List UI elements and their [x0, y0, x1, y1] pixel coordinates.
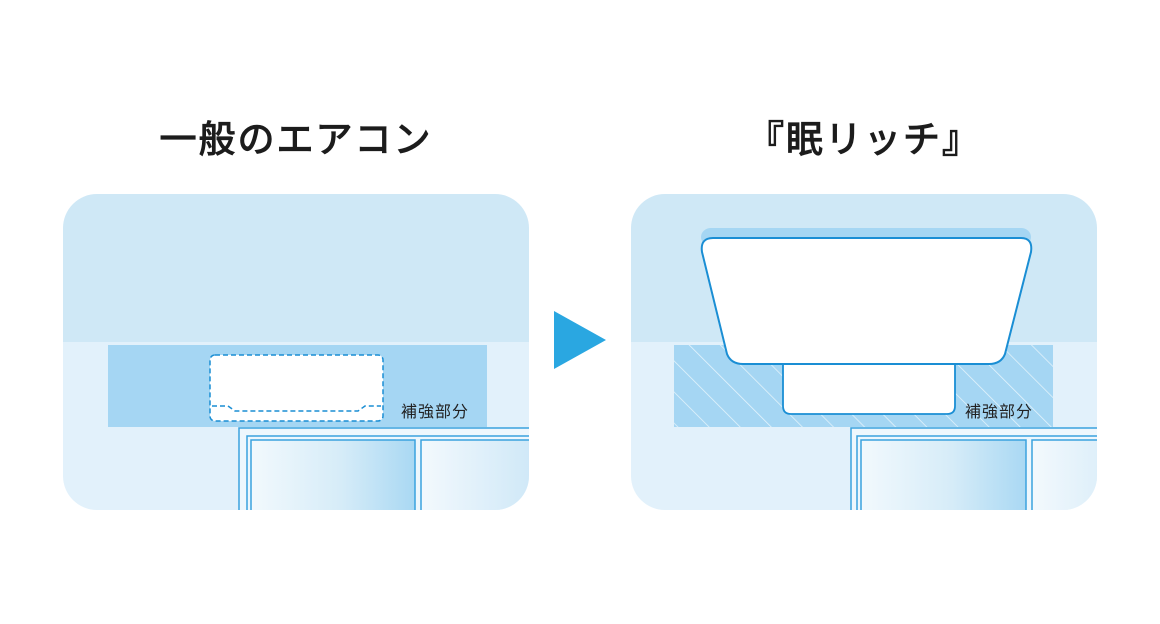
- nemurich-aircon-illustration: 補強部分: [631, 194, 1097, 510]
- window-frame: [850, 427, 1097, 510]
- right-arrow-icon: [554, 311, 606, 369]
- window-pane: [420, 439, 529, 510]
- nemurich-unit: [700, 228, 1033, 415]
- ceiling-wall-area: [63, 194, 529, 342]
- window-pane: [1031, 439, 1097, 510]
- aircon-unit-outline: [209, 354, 384, 422]
- window-frame: [238, 427, 529, 510]
- reinforcement-label: 補強部分: [965, 402, 1033, 421]
- standard-aircon-illustration: 補強部分: [63, 194, 529, 510]
- reinforcement-label: 補強部分: [401, 402, 469, 421]
- title-standard-aircon: 一般のエアコン: [159, 118, 433, 161]
- title-nemurich: 『眠リッチ』: [747, 118, 981, 161]
- window-pane: [860, 439, 1027, 510]
- window-pane: [250, 439, 416, 510]
